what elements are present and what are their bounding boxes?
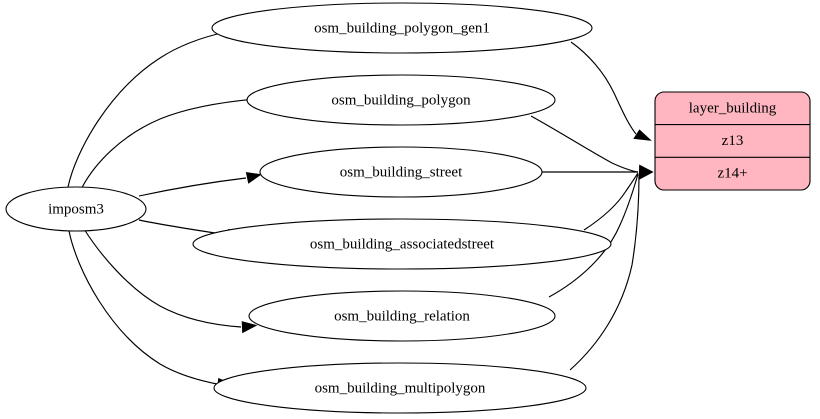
- node-imposm3-label: imposm3: [48, 201, 104, 217]
- node-osm-building-polygon-shape[interactable]: [246, 74, 556, 126]
- node-osm-building-relation[interactable]: osm_building_relation: [248, 290, 556, 342]
- node-osm-building-multipolygon-label: osm_building_multipolygon: [315, 380, 486, 396]
- node-osm-building-polygon-label: osm_building_polygon: [331, 92, 471, 108]
- node-osm-building-relation-label: osm_building_relation: [334, 308, 470, 324]
- node-osm-building-street-shape[interactable]: [259, 146, 543, 198]
- edge-associatedstreet-to-z14: [583, 172, 639, 231]
- layer-building-z13: z13: [722, 133, 744, 149]
- node-imposm3[interactable]: imposm3: [5, 186, 147, 232]
- node-osm-building-multipolygon-shape[interactable]: [213, 362, 587, 414]
- layer-building-title: layer_building: [689, 100, 777, 116]
- arrowhead-relation: [241, 321, 258, 334]
- node-layer-building-box[interactable]: [654, 91, 811, 191]
- node-osm-building-polygon-gen1[interactable]: osm_building_polygon_gen1: [211, 2, 593, 54]
- edge-imposm3-to-multipolygon: [68, 230, 218, 385]
- node-osm-building-multipolygon[interactable]: osm_building_multipolygon: [213, 362, 587, 414]
- edge-polygon-gen1-to-z13: [570, 41, 637, 135]
- node-osm-building-associatedstreet-label: osm_building_associatedstreet: [310, 236, 495, 252]
- node-osm-building-street[interactable]: osm_building_street: [259, 146, 543, 198]
- node-imposm3-shape[interactable]: [5, 186, 147, 232]
- layer-building-z14plus: z14+: [717, 165, 747, 181]
- node-osm-building-polygon-gen1-label: osm_building_polygon_gen1: [314, 20, 490, 36]
- node-osm-building-street-label: osm_building_street: [340, 164, 463, 180]
- arrowhead-z13: [633, 129, 652, 141]
- edge-multipolygon-to-z14: [569, 174, 640, 371]
- node-osm-building-associatedstreet-shape[interactable]: [192, 218, 612, 270]
- arrowhead-street: [245, 172, 262, 184]
- edge-group-tables-to-layer: [530, 41, 654, 371]
- node-osm-building-polygon[interactable]: osm_building_polygon: [246, 74, 556, 126]
- edge-polygon-to-z14: [530, 115, 639, 173]
- edge-imposm3-to-polygon: [81, 98, 257, 188]
- edge-imposm3-to-street: [138, 177, 247, 197]
- node-osm-building-associatedstreet[interactable]: osm_building_associatedstreet: [192, 218, 612, 270]
- node-osm-building-polygon-gen1-shape[interactable]: [211, 2, 593, 54]
- node-layer-building[interactable]: layer_building z13 z14+: [654, 91, 811, 191]
- edge-imposm3-to-polygon-gen1: [67, 31, 227, 188]
- node-osm-building-relation-shape[interactable]: [248, 290, 556, 342]
- edge-relation-to-z14: [548, 173, 639, 298]
- arrowhead-z14plus: [638, 164, 654, 181]
- edge-imposm3-to-relation: [84, 230, 242, 328]
